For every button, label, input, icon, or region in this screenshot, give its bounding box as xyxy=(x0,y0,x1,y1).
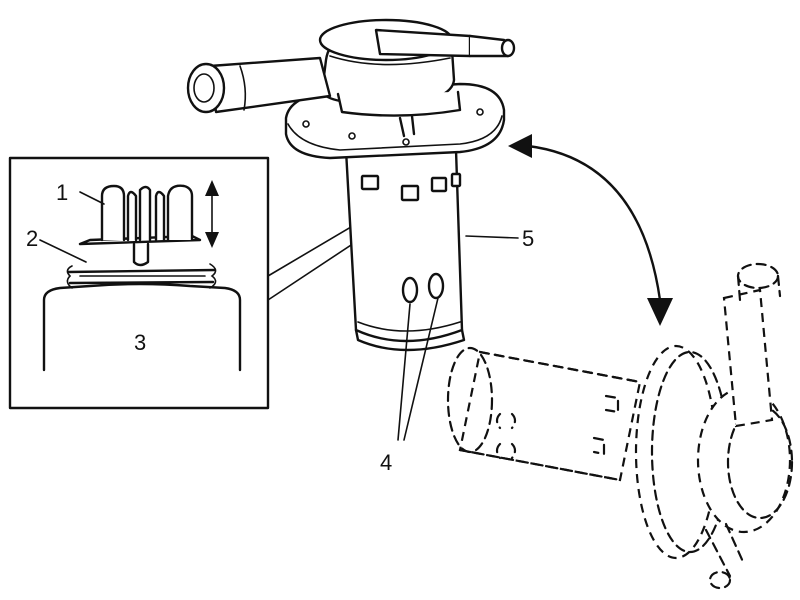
label-3: 3 xyxy=(134,330,146,355)
label-4: 4 xyxy=(380,450,392,475)
rotation-arrow xyxy=(508,134,673,326)
label-2: 2 xyxy=(26,226,38,251)
detail-inset xyxy=(8,156,270,410)
label-5: 5 xyxy=(522,226,534,251)
leaders xyxy=(39,191,519,441)
label-1: 1 xyxy=(56,180,68,205)
fuel-pump-assembly xyxy=(186,18,516,352)
pump-dashed-outline xyxy=(446,262,794,590)
